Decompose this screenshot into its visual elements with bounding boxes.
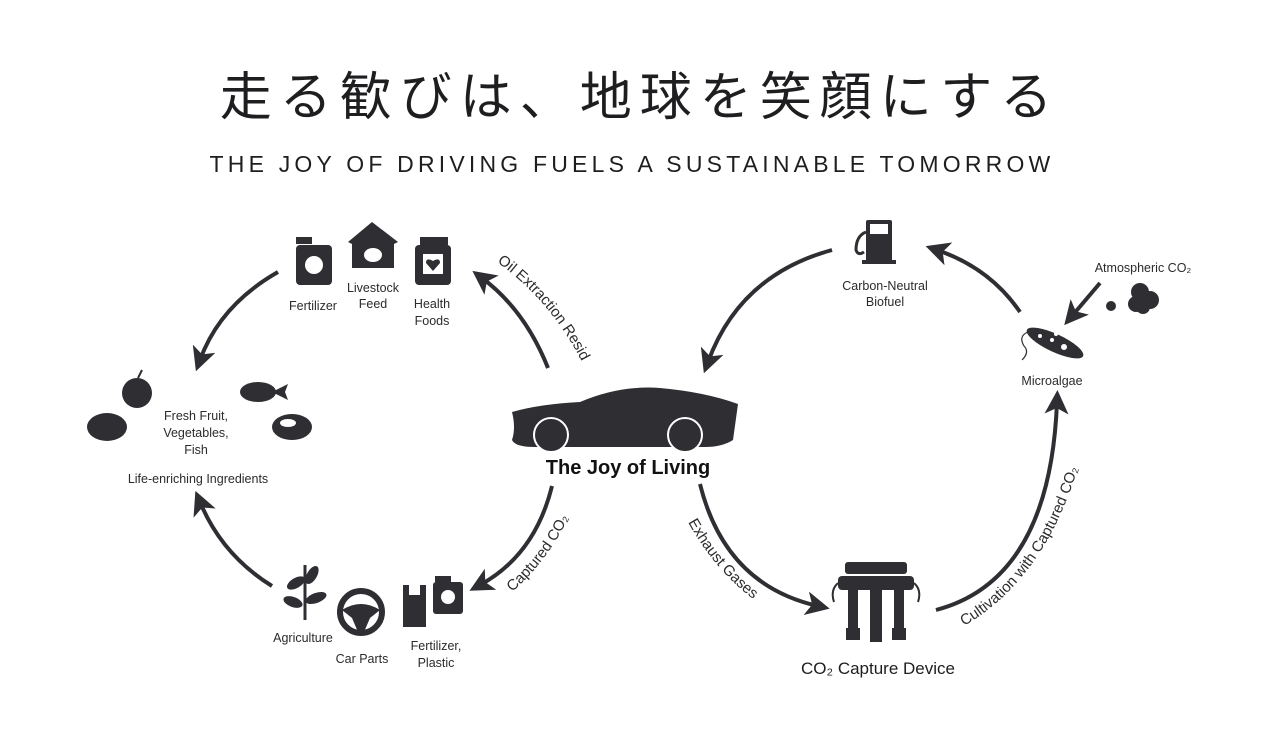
fertilizer-bag-icon bbox=[433, 576, 463, 614]
arrow-to-ingredients-top bbox=[192, 270, 279, 372]
label-co2-capture-device: CO₂ Capture Device bbox=[801, 659, 955, 678]
label-carbon-neutral: Carbon-Neutral bbox=[842, 279, 927, 293]
label-fertilizer-plastic-2: Plastic bbox=[418, 656, 455, 670]
label-biofuel: Biofuel bbox=[866, 295, 904, 309]
co2-capture-device-icon bbox=[831, 562, 921, 642]
lettuce-icon bbox=[87, 413, 127, 441]
arrow-microalgae-to-biofuel bbox=[925, 242, 1022, 314]
label-fertilizer-plastic-1: Fertilizer, bbox=[411, 639, 462, 653]
steak-icon bbox=[272, 414, 312, 440]
arrow-to-ingredients-bottom bbox=[193, 490, 274, 588]
label-foods: Foods bbox=[415, 314, 450, 328]
arrow-captured-co2 bbox=[469, 485, 554, 591]
arrow-cultivation bbox=[935, 390, 1069, 612]
plant-icon bbox=[283, 565, 327, 620]
label-microalgae: Microalgae bbox=[1021, 374, 1082, 388]
label-feed: Feed bbox=[359, 297, 388, 311]
label-fresh-fruit: Fresh Fruit, bbox=[164, 409, 228, 423]
flow-label-exhaust: Exhaust Gases bbox=[685, 516, 762, 603]
arrow-biofuel-to-car bbox=[700, 248, 833, 374]
label-fish: Fish bbox=[184, 443, 208, 457]
label-car-parts: Car Parts bbox=[336, 652, 389, 666]
fertilizer-icon bbox=[296, 237, 332, 285]
apple-icon bbox=[122, 369, 152, 408]
label-atmospheric-co2: Atmospheric CO₂ bbox=[1095, 261, 1192, 275]
health-foods-icon bbox=[415, 237, 451, 285]
barn-icon bbox=[348, 222, 398, 268]
fuel-pump-icon bbox=[854, 220, 896, 264]
cloud-icon bbox=[1106, 283, 1159, 314]
steering-wheel-icon bbox=[337, 588, 385, 636]
subtitle: THE JOY OF DRIVING FUELS A SUSTAINABLE T… bbox=[210, 151, 1055, 177]
label-health: Health bbox=[414, 297, 450, 311]
car-icon bbox=[512, 387, 738, 453]
label-livestock: Livestock bbox=[347, 281, 400, 295]
arrow-oil-extraction bbox=[472, 270, 550, 369]
microalgae-icon bbox=[1021, 327, 1084, 361]
center-label: The Joy of Living bbox=[546, 457, 710, 479]
label-agriculture: Agriculture bbox=[273, 631, 333, 645]
fish-icon bbox=[240, 382, 288, 402]
label-vegetables: Vegetables, bbox=[163, 426, 228, 440]
plastic-bag-icon bbox=[403, 585, 426, 627]
label-ingredients: Life-enriching Ingredients bbox=[128, 472, 268, 486]
arrow-atmospheric bbox=[1064, 281, 1102, 326]
arrow-exhaust bbox=[698, 483, 830, 616]
label-fertilizer: Fertilizer bbox=[289, 299, 337, 313]
title-japanese: 走る歓びは、地球を笑顔にする bbox=[220, 68, 1061, 128]
